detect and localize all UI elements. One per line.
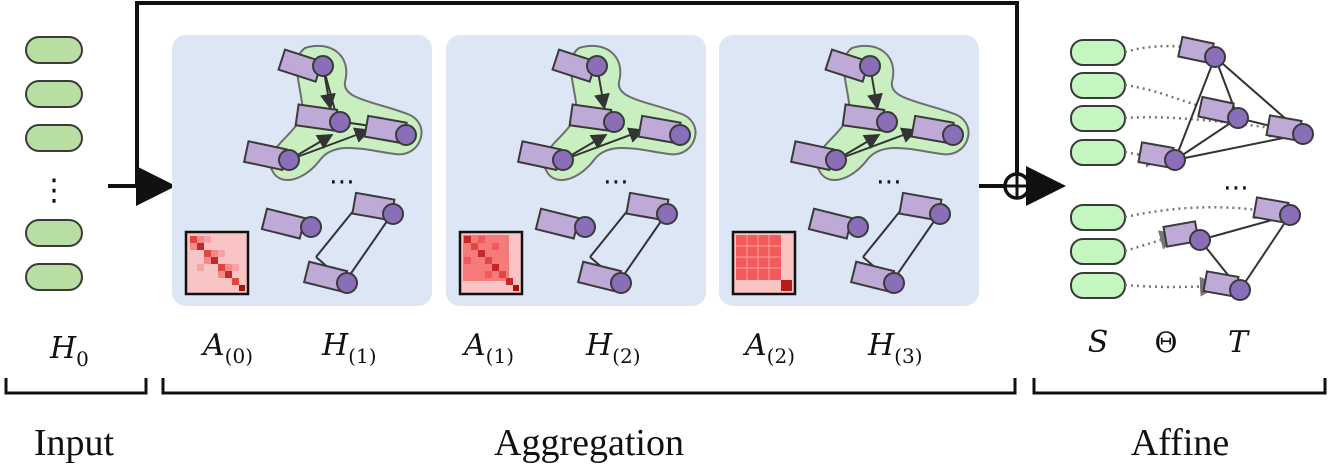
input-token <box>25 219 83 247</box>
label-theta: Θ <box>1155 326 1178 359</box>
label-h1: H(1) <box>321 328 377 368</box>
bracket-input <box>4 378 148 395</box>
affine-node <box>1137 141 1186 171</box>
input-token-column: ⋮ <box>25 36 83 291</box>
node-cylinder <box>534 207 596 240</box>
adjacency-matrix-a2 <box>731 230 797 296</box>
node-cylinder <box>841 103 898 133</box>
label-h2: H(2) <box>585 328 641 368</box>
affine-token <box>1070 72 1126 99</box>
bracket-aggregation <box>161 378 1017 395</box>
node-cylinder <box>576 260 632 294</box>
input-token <box>25 263 83 291</box>
node-cylinder <box>260 207 322 240</box>
graph-ellipsis: ⋯ <box>876 167 902 197</box>
panel-3-graph: ⋯ <box>789 44 970 294</box>
affine-token <box>1070 204 1126 231</box>
input-token <box>25 36 83 64</box>
node-cylinder <box>910 114 964 146</box>
node-cylinder <box>568 103 625 133</box>
label-t: T <box>1228 325 1250 360</box>
adjacency-matrix-a0 <box>184 230 250 296</box>
graph-ellipsis: ⋯ <box>603 167 629 197</box>
adjacency-matrix-a1 <box>458 230 524 296</box>
section-label-aggregation: Aggregation <box>494 422 684 464</box>
affine-node <box>1197 95 1249 129</box>
label-a2: A(2) <box>742 328 795 368</box>
panel-1-graph: ⋯ <box>242 44 423 294</box>
label-h0: H0 <box>49 331 89 371</box>
section-label-affine: Affine <box>1131 422 1230 464</box>
affine-node <box>1265 114 1314 145</box>
affine-node <box>1202 270 1251 301</box>
label-h3: H(3) <box>867 328 923 368</box>
node-cylinder <box>824 48 881 83</box>
node-cylinder <box>551 48 608 83</box>
node-cylinder <box>242 140 300 172</box>
node-cylinder <box>807 207 869 240</box>
label-a0: A(0) <box>200 328 253 368</box>
affine-tokens <box>1070 39 1126 299</box>
node-cylinder <box>637 114 691 146</box>
node-cylinder <box>898 191 951 225</box>
graph-ellipsis: ⋯ <box>329 167 355 197</box>
node-cylinder <box>516 140 574 172</box>
affine-token <box>1070 238 1126 265</box>
affine-node <box>1252 196 1301 226</box>
node-cylinder <box>302 260 358 294</box>
section-label-input: Input <box>34 422 115 464</box>
node-cylinder <box>849 260 905 294</box>
bracket-affine <box>1032 378 1327 395</box>
affine-token <box>1070 139 1126 166</box>
input-vdots: ⋮ <box>39 173 69 208</box>
input-token <box>25 80 83 108</box>
affine-token <box>1070 272 1126 299</box>
affine-ellipsis: ⋯ <box>1223 173 1249 203</box>
affine-node <box>1177 35 1226 68</box>
input-token <box>25 124 83 152</box>
affine-token <box>1070 105 1126 132</box>
node-cylinder <box>294 103 351 133</box>
label-a1: A(1) <box>461 328 514 368</box>
affine-node <box>1162 220 1211 251</box>
node-cylinder <box>789 140 847 172</box>
affine-token <box>1070 39 1126 66</box>
label-s: S <box>1088 325 1109 360</box>
node-cylinder <box>351 191 404 225</box>
node-cylinder <box>277 48 334 83</box>
node-cylinder <box>363 114 417 146</box>
node-cylinder <box>625 191 678 225</box>
panel-2-graph: ⋯ <box>516 44 697 294</box>
